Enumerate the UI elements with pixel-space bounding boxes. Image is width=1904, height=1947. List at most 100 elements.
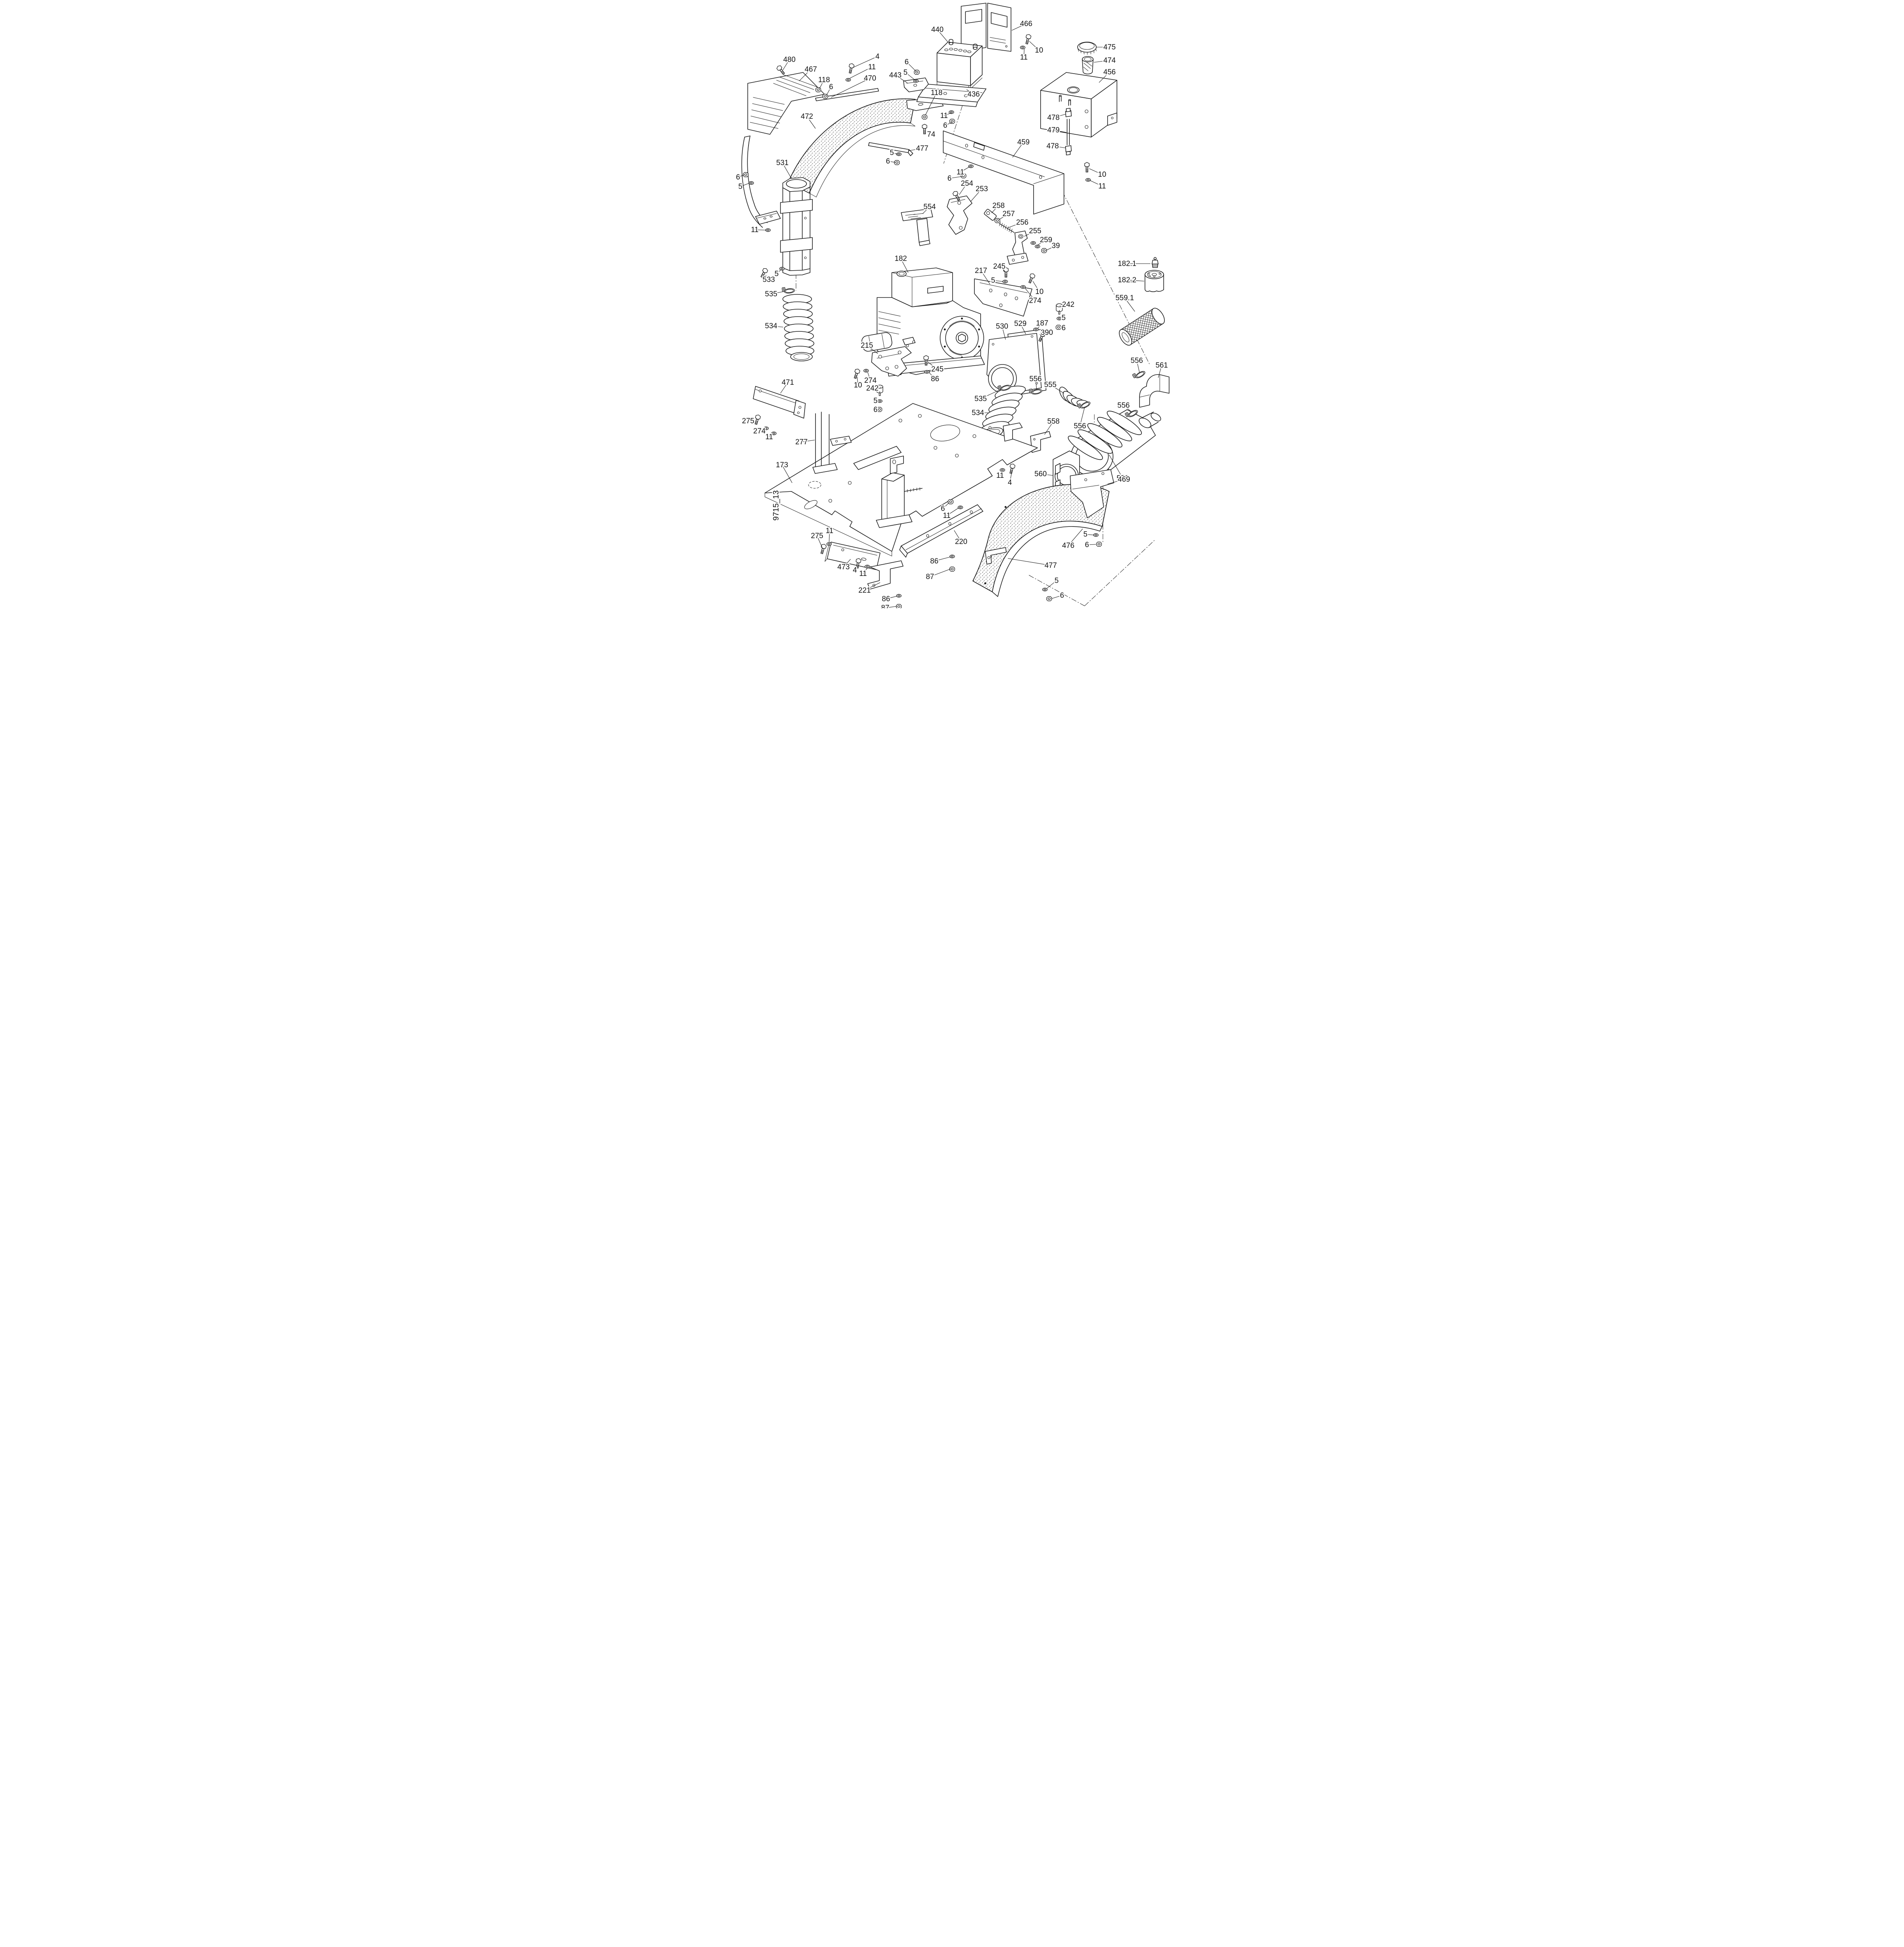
nut-icon-6 (1046, 596, 1052, 601)
leader-534 (771, 326, 784, 327)
leader-6 (942, 502, 949, 509)
callout-86: 86 (930, 557, 938, 565)
washer-icon-5 (1042, 588, 1048, 591)
callout-182: 182 (895, 255, 907, 263)
callout-561: 561 (1155, 361, 1168, 370)
leader-6 (906, 62, 916, 72)
leader-182.2 (1127, 280, 1145, 282)
heat-shield-472 (788, 98, 916, 197)
oil-sensor-182-1 (1152, 257, 1159, 268)
callout-556: 556 (1074, 422, 1086, 430)
fitting-478-upper (1065, 108, 1072, 117)
callout-275: 275 (742, 417, 754, 425)
callout-253: 253 (976, 185, 988, 193)
callout-11: 11 (859, 570, 867, 578)
leader-217 (981, 270, 990, 285)
callout-257: 257 (1002, 210, 1015, 218)
washer-icon-11 (826, 542, 832, 546)
callout-443: 443 (889, 71, 902, 79)
leader-478 (1052, 146, 1066, 148)
callout-277: 277 (795, 438, 808, 446)
callout-182.1: 182.1 (1118, 260, 1136, 268)
callout-529: 529 (1014, 320, 1027, 328)
leader-5 (891, 152, 898, 155)
nut-icon-257 (994, 218, 1000, 223)
callout-469: 469 (1118, 475, 1130, 484)
callout-535: 535 (974, 395, 987, 403)
callout-182.2: 182.2 (1118, 276, 1136, 284)
washer-icon-11 (968, 164, 974, 168)
leader-5 (905, 72, 916, 81)
leader-86 (928, 372, 935, 379)
callout-215: 215 (861, 342, 873, 350)
bracket-255 (1007, 231, 1029, 265)
rail-220 (899, 504, 983, 558)
callout-39: 39 (1052, 242, 1060, 250)
callout-11: 11 (751, 226, 759, 234)
fuel-strainer-474 (1082, 56, 1094, 74)
callout-6: 6 (736, 173, 740, 181)
leader-556 (1123, 405, 1132, 412)
washer-icon-5 (877, 399, 882, 403)
callout-173: 173 (776, 461, 788, 469)
leader-535 (771, 291, 786, 294)
leader-220 (954, 530, 962, 542)
nut-icon-39 (1041, 248, 1047, 253)
callout-87: 87 (926, 573, 934, 581)
battery-bracket-466 (961, 3, 1011, 52)
leader-467 (799, 69, 811, 81)
callout-11: 11 (826, 527, 833, 535)
callout-11: 11 (956, 168, 964, 176)
oil-filter-182-2 (1145, 270, 1164, 292)
callout-5: 5 (1083, 530, 1088, 539)
drawing-number: 9715_13 (772, 490, 780, 521)
callout-471: 471 (782, 378, 794, 387)
nut-icon-6 (743, 172, 749, 177)
leader-242 (872, 388, 878, 390)
callout-274: 274 (753, 427, 766, 435)
leader-187 (1037, 323, 1043, 329)
leader-558 (1044, 421, 1054, 435)
callout-478: 478 (1047, 114, 1060, 122)
callout-456: 456 (1103, 68, 1116, 76)
fuel-cap-475 (1077, 42, 1097, 55)
nut-icon-6 (1055, 325, 1062, 330)
leader-39 (1046, 245, 1056, 251)
callout-554: 554 (923, 203, 936, 211)
callout-6: 6 (1062, 324, 1066, 332)
callout-11: 11 (1020, 53, 1028, 62)
leader-11 (829, 530, 830, 542)
leader-257 (999, 213, 1009, 220)
leader-476 (1068, 528, 1083, 546)
washer-icon-5 (1057, 317, 1062, 320)
leader-5 (1061, 317, 1064, 319)
washer-icon-11 (958, 505, 963, 509)
leader-5 (1046, 580, 1057, 589)
leader-555 (1050, 384, 1064, 394)
leader-554 (922, 206, 930, 214)
mount-plate-217 (974, 278, 1032, 317)
leader-533 (765, 275, 769, 280)
leader-561 (1158, 365, 1162, 378)
callout-480: 480 (783, 56, 796, 64)
support-strip-477-upper (868, 142, 913, 156)
spring-256 (999, 222, 1015, 233)
callout-11: 11 (940, 112, 948, 120)
leader-436 (966, 89, 974, 95)
callout-10: 10 (1035, 288, 1043, 296)
leader-531 (782, 162, 792, 179)
leader-390 (1043, 332, 1047, 337)
leader-118 (925, 92, 937, 116)
callout-6: 6 (1060, 591, 1064, 600)
leader-480 (782, 59, 790, 70)
callout-436: 436 (967, 90, 980, 99)
callout-6: 6 (943, 121, 948, 130)
callout-11: 11 (868, 63, 876, 71)
callout-6: 6 (941, 505, 945, 513)
callout-6: 6 (874, 406, 878, 414)
leader-6 (1087, 544, 1096, 545)
callout-275: 275 (811, 532, 823, 540)
callout-476: 476 (1062, 542, 1074, 550)
callout-477: 477 (1044, 562, 1057, 570)
